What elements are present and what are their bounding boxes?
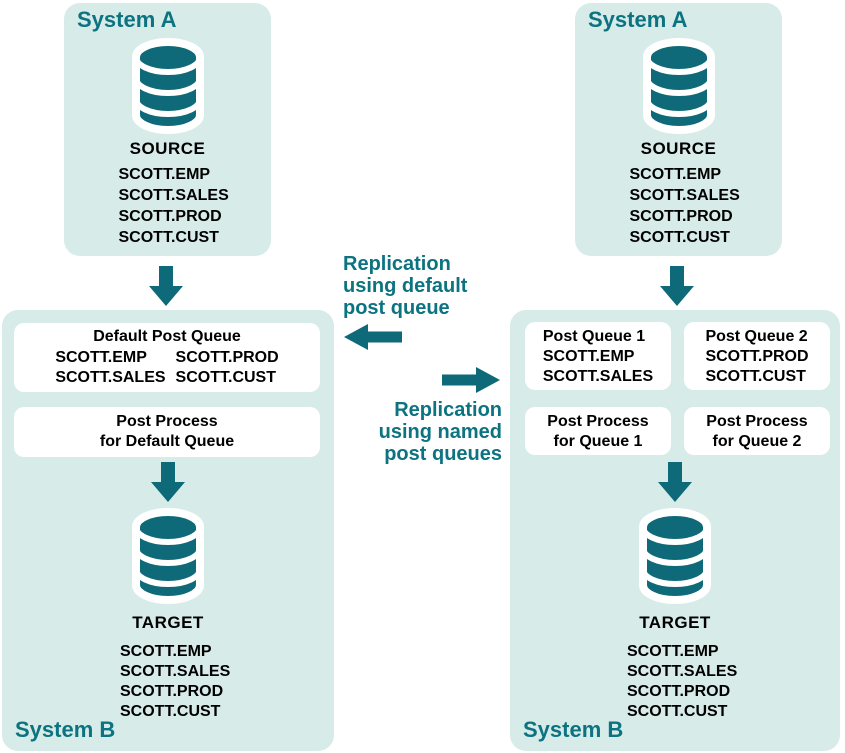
table-name: SCOTT.EMP [629,166,722,183]
post-process-label: Post Process for Queue 2 [684,412,830,452]
table-name: SCOTT.CUST [627,703,728,720]
label-line: Post Process [547,413,649,430]
table-name: SCOTT.CUST [118,229,219,246]
right-system-b-panel: Post Queue 1 SCOTT.EMP SCOTT.SALES Post Q… [510,310,840,751]
table-name: SCOTT.PROD [175,349,279,366]
database-label: TARGET [639,613,711,632]
table-name: SCOTT.PROD [120,683,224,700]
table-list: SCOTT.EMP SCOTT.SALES SCOTT.PROD SCOTT.CUST [627,642,737,722]
database-label: TARGET [132,613,204,632]
database-label: SOURCE [129,139,206,158]
label-line: Replication [343,253,451,275]
database-icon [126,36,210,134]
table-name: SCOTT.PROD [118,208,222,225]
label-line: for Queue 1 [553,433,643,450]
arrow-down-icon [149,266,183,306]
database-icon [633,506,717,604]
post-queue-1-box: Post Queue 1 SCOTT.EMP SCOTT.SALES [525,322,671,390]
post-process-label: Post Process for Queue 1 [525,412,671,452]
left-system-b-panel: Default Post Queue SCOTT.EMP SCOTT.SALES … [2,310,334,751]
label-line: using named [378,421,502,443]
queue-box-title: Post Queue 2 [705,328,808,345]
arrow-down-icon [660,266,694,306]
default-post-queue-box: Default Post Queue SCOTT.EMP SCOTT.SALES … [14,323,320,392]
post-process-box: Post Process for Default Queue [14,407,320,457]
table-name: SCOTT.SALES [55,369,166,386]
database-label: SOURCE [640,139,717,158]
table-list: SCOTT.EMP SCOTT.SALES SCOTT.PROD SCOTT.CUST [120,642,230,722]
table-name: SCOTT.CUST [175,369,276,386]
post-process-label: Post Process for Default Queue [14,412,320,452]
table-name: SCOTT.EMP [118,166,211,183]
label-line: for Default Queue [99,433,235,450]
post-queue-2-content: Post Queue 2 SCOTT.PROD SCOTT.CUST [705,327,808,387]
label-line: using default [343,275,468,297]
label-line: Post Process [706,413,808,430]
panel-title: System B [15,717,116,742]
arrow-down-icon [151,462,185,507]
post-queue-2-box: Post Queue 2 SCOTT.PROD SCOTT.CUST [684,322,830,390]
table-name: SCOTT.SALES [627,663,738,680]
arrow-left-icon [344,324,402,350]
queue-table-columns: SCOTT.EMP SCOTT.SALES SCOTT.PROD SCOTT.CUS… [14,348,320,388]
table-name: SCOTT.SALES [118,187,229,204]
label-line: Post Process [116,413,218,430]
post-process-2-box: Post Process for Queue 2 [684,407,830,455]
label-line: post queue [343,297,450,319]
label-line: post queues [384,443,502,465]
label-line: Replication [394,399,502,421]
post-queue-1-content: Post Queue 1 SCOTT.EMP SCOTT.SALES [543,327,653,387]
panel-title: System A [77,7,177,32]
table-name: SCOTT.SALES [542,368,654,385]
queue-tables: SCOTT.EMP SCOTT.SALES [543,347,653,387]
panel-title: System A [588,7,688,32]
arrow-right-icon [442,367,500,393]
table-name: SCOTT.CUST [120,703,221,720]
table-name: SCOTT.PROD [627,683,731,700]
table-name: SCOTT.PROD [705,348,809,365]
table-name: SCOTT.SALES [629,187,740,204]
table-name: SCOTT.EMP [542,348,635,365]
queue-box-title: Default Post Queue [93,328,241,345]
table-name: SCOTT.EMP [55,349,147,366]
arrow-down-icon [658,462,692,507]
database-icon [126,506,210,604]
panel-title: System B [523,717,624,742]
queue-column: SCOTT.PROD SCOTT.CUST [176,348,279,388]
post-process-1-box: Post Process for Queue 1 [525,407,671,455]
label-line: for Queue 2 [712,433,802,450]
queue-box-title: Post Queue 1 [542,328,646,345]
table-name: SCOTT.PROD [629,208,733,225]
table-name: SCOTT.CUST [705,368,806,385]
table-list: SCOTT.EMP SCOTT.SALES SCOTT.PROD SCOTT.CUST [630,164,740,248]
queue-tables: SCOTT.PROD SCOTT.CUST [705,347,808,387]
table-list: SCOTT.EMP SCOTT.SALES SCOTT.PROD SCOTT.CUST [119,164,229,248]
database-icon [637,36,721,134]
table-name: SCOTT.EMP [627,643,719,660]
table-name: SCOTT.CUST [629,229,730,246]
queue-column: SCOTT.EMP SCOTT.SALES [55,348,165,388]
table-name: SCOTT.SALES [120,663,231,680]
table-name: SCOTT.EMP [120,643,212,660]
